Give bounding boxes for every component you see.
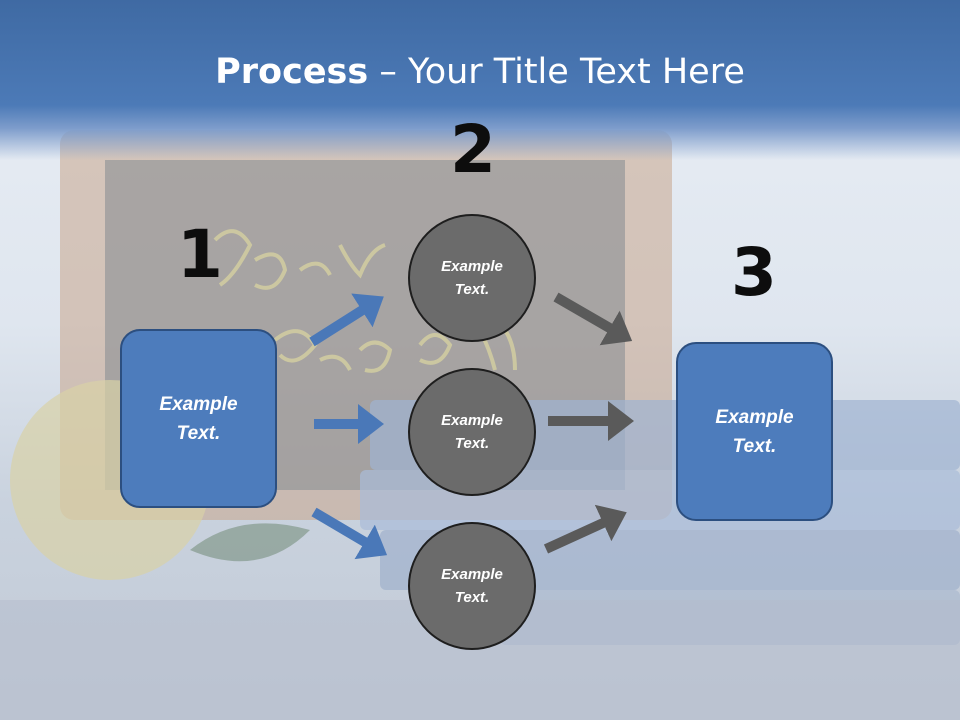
circle-bottom-line2: Text. [454, 589, 490, 606]
title-bold: Process [215, 52, 369, 92]
circle-bottom-line1: Example [441, 566, 503, 583]
apple-leaf [190, 523, 310, 562]
output-box-line2: Text. [732, 435, 777, 457]
step-number-1: 1 [177, 216, 223, 293]
output-box-line1: Example [715, 406, 794, 428]
step-number-3: 3 [731, 234, 777, 311]
circle-middle-line2: Text. [454, 435, 490, 452]
slide-title: Process – Your Title Text Here [0, 52, 960, 92]
circle-middle-line1: Example [441, 412, 503, 429]
circle-top-line1: Example [441, 258, 503, 275]
arrow-from-circle-top [553, 292, 633, 346]
title-rest: – Your Title Text Here [368, 52, 745, 92]
arrow-from-circle-bottom [543, 504, 627, 554]
step-number-2: 2 [450, 111, 496, 188]
circle-top-line2: Text. [454, 281, 490, 298]
header-band [0, 0, 960, 160]
arrow-to-circle-bottom [311, 507, 388, 560]
input-box-line2: Text. [176, 422, 221, 444]
arrow-to-circle-top [309, 293, 384, 347]
input-box-line1: Example [159, 393, 238, 415]
